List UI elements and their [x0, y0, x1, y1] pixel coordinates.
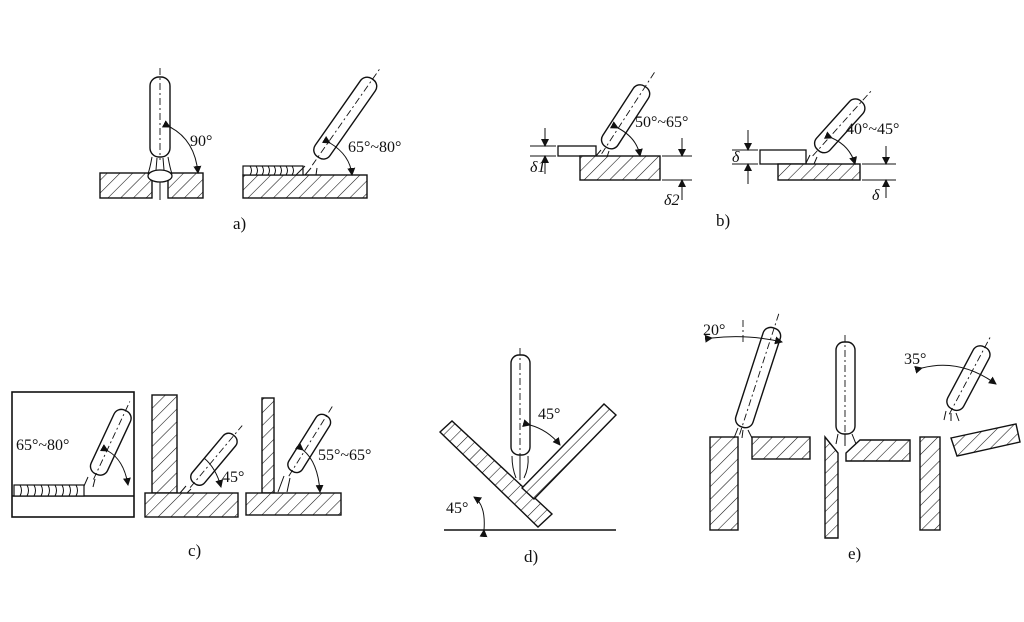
inclined-plate-3 — [950, 423, 1021, 457]
plate — [242, 174, 368, 199]
panel-a: 90° 65°~80° a) — [99, 66, 401, 233]
angle-45-d-top: 45° — [538, 406, 560, 423]
delta2-label: δ2 — [664, 192, 679, 209]
panel-d: 45° 45° d) — [438, 348, 618, 566]
horizontal-plate-1 — [751, 436, 811, 460]
delta-label-2: δ — [872, 187, 880, 204]
electrode-vertical — [835, 341, 856, 435]
electrode — [510, 354, 531, 456]
angle-45-c: 45° — [222, 469, 244, 486]
left-inclined-plate — [438, 420, 554, 528]
weld-bead — [242, 165, 304, 176]
label-b: b) — [716, 211, 730, 230]
electrode-thin — [287, 413, 332, 474]
weld-pool — [147, 169, 173, 183]
vertical-plate-3 — [919, 436, 941, 531]
label-d: d) — [524, 547, 538, 566]
angle-20: 20° — [703, 322, 725, 339]
angle-65-80: 65°~80° — [348, 139, 401, 156]
label-c: c) — [188, 541, 201, 560]
top-plate-2 — [759, 149, 807, 165]
label-e: e) — [848, 544, 861, 563]
panel-b: 50°~65° δ1 δ2 40°~45° δ δ — [530, 71, 899, 230]
right-inclined-plate — [520, 403, 618, 500]
panel-c: 65°~80° 45° 55°~65° c) — [11, 391, 371, 560]
angle-45-d-bottom: 45° — [446, 500, 468, 517]
angle-35: 35° — [904, 351, 926, 368]
thin-base-plate — [245, 492, 342, 516]
angle-65-80-c: 65°~80° — [16, 437, 69, 454]
vertical-plate-2 — [824, 435, 839, 539]
label-a: a) — [233, 214, 246, 233]
panel-e: 20° 35° e) — [703, 312, 1021, 563]
top-plate — [557, 145, 597, 157]
angle-90: 90° — [190, 133, 212, 150]
delta-label-1: δ — [732, 149, 740, 166]
bottom-plate — [579, 155, 661, 181]
vertical-plate — [151, 394, 178, 494]
vertical-plate-1 — [709, 436, 739, 531]
horizontal-plate-2 — [845, 439, 911, 462]
angle-55-65: 55°~65° — [318, 447, 371, 464]
angle-40-45: 40°~45° — [846, 121, 899, 138]
plate-right — [167, 172, 204, 199]
thin-vertical-plate — [261, 397, 275, 494]
angle-50-65: 50°~65° — [635, 114, 688, 131]
plate-left — [99, 172, 153, 199]
base-plate — [144, 492, 239, 518]
bottom-plate-2 — [777, 163, 861, 181]
delta1-label: δ1 — [530, 159, 545, 176]
